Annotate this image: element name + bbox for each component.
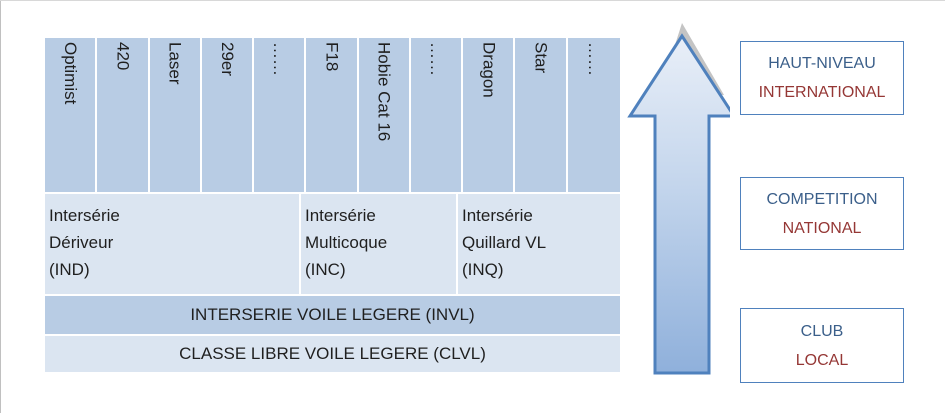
class-cell-420: 420 bbox=[97, 38, 150, 192]
class-cell-29er: 29er bbox=[201, 38, 255, 192]
level-title: CLUB bbox=[800, 322, 844, 340]
class-cell-more-keelboat: …… bbox=[567, 38, 620, 192]
class-label: …… bbox=[426, 42, 446, 76]
class-cell-dragon: Dragon bbox=[463, 38, 516, 192]
class-label: Hobie Cat 16 bbox=[374, 42, 394, 142]
class-label: Laser bbox=[165, 42, 185, 85]
level-scope: INTERNATIONAL bbox=[758, 84, 886, 101]
clvl-band: CLASSE LIBRE VOILE LEGERE (CLVL) bbox=[45, 334, 620, 372]
class-cell-optimist: Optimist bbox=[45, 38, 98, 192]
boat-class-row: Optimist 420 Laser 29er …… F18 Hobie Cat… bbox=[45, 38, 620, 192]
class-cell-star: Star bbox=[515, 38, 568, 192]
level-box-club: CLUB LOCAL bbox=[740, 308, 904, 383]
class-label: Optimist bbox=[61, 42, 81, 105]
class-label: Dragon bbox=[479, 42, 499, 98]
class-cell-more-dinghy: …… bbox=[254, 38, 307, 192]
class-cell-f18: F18 bbox=[306, 38, 359, 192]
class-cell-more-multihull: …… bbox=[410, 38, 464, 192]
arrow-body bbox=[627, 33, 730, 375]
invl-band: INTERSERIE VOILE LEGERE (INVL) bbox=[45, 294, 620, 334]
frame-top-border bbox=[0, 0, 945, 1]
class-cell-laser: Laser bbox=[149, 38, 202, 192]
level-box-high-level: HAUT-NIVEAU INTERNATIONAL bbox=[740, 41, 904, 115]
class-label: …… bbox=[270, 42, 290, 76]
class-label: 420 bbox=[113, 42, 133, 71]
class-label: 29er bbox=[217, 42, 237, 77]
level-scope: LOCAL bbox=[795, 351, 849, 369]
class-label: Star bbox=[531, 42, 551, 74]
class-label: …… bbox=[584, 42, 604, 76]
frame-left-border bbox=[0, 0, 1, 413]
class-label: F18 bbox=[322, 42, 342, 72]
level-box-competition: COMPETITION NATIONAL bbox=[740, 177, 904, 250]
level-up-arrow-icon bbox=[627, 23, 730, 375]
level-title: HAUT-NIVEAU bbox=[768, 55, 876, 72]
level-scope: NATIONAL bbox=[782, 219, 862, 237]
class-cell-hobie-cat-16: Hobie Cat 16 bbox=[358, 38, 411, 192]
level-title: COMPETITION bbox=[766, 190, 878, 208]
